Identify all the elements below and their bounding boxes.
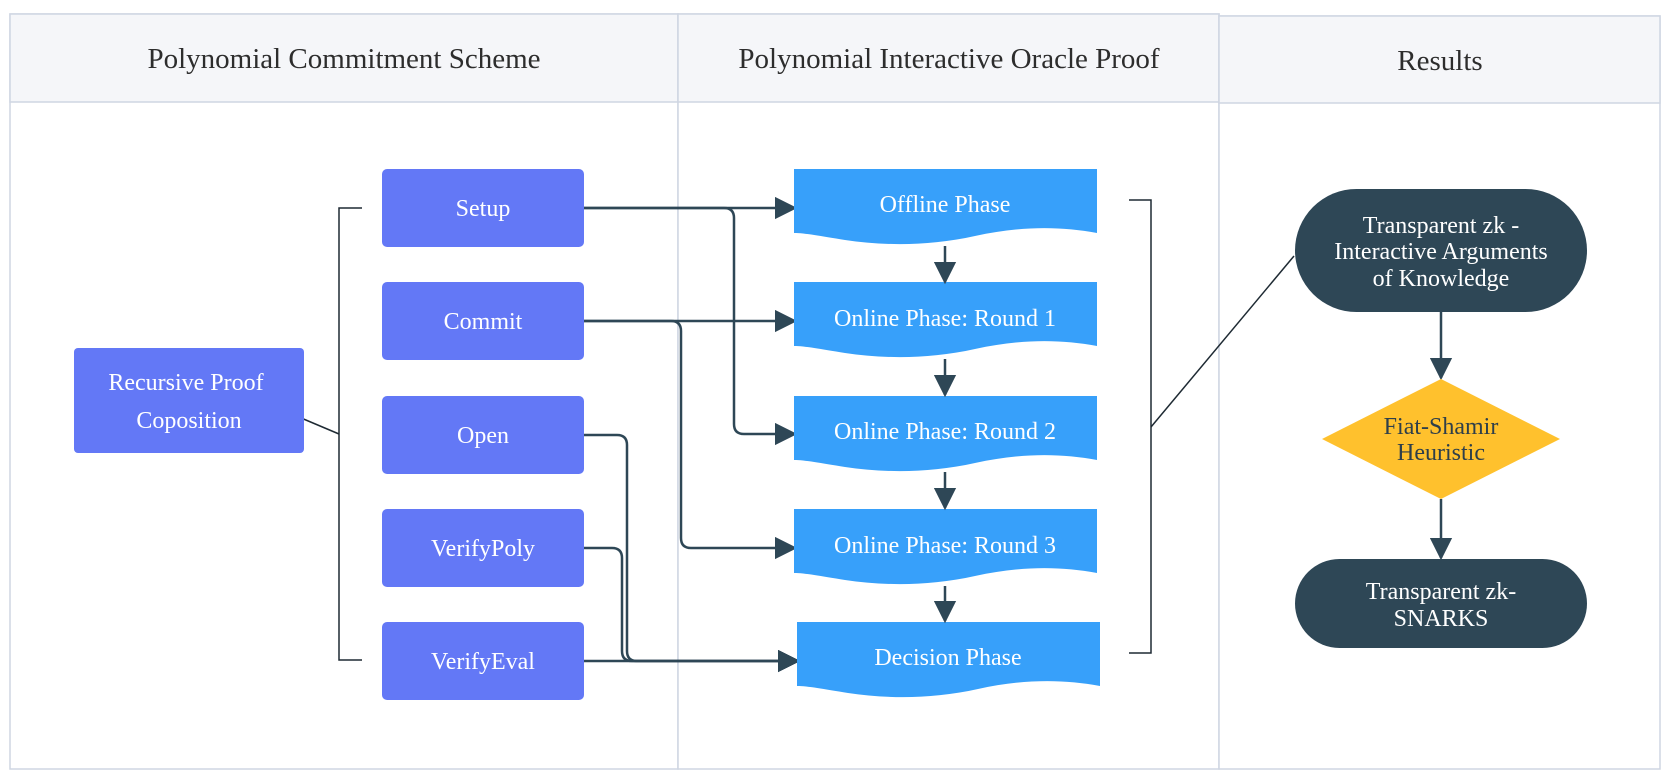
verify-eval-label: VerifyEval <box>431 649 535 675</box>
lane-results-header <box>1218 15 1661 104</box>
commit-label: Commit <box>444 309 523 335</box>
verify-poly-label: VerifyPoly <box>431 536 535 562</box>
round1-shape <box>794 282 1097 358</box>
interactive-arguments-line1: Transparent zk - <box>1363 213 1519 239</box>
fiat-shamir-node: Fiat-Shamir Heuristic <box>1322 379 1560 499</box>
open-label: Open <box>457 423 509 449</box>
snarks-line1: Transparent zk- <box>1366 579 1516 605</box>
offline-phase-shape <box>794 169 1097 245</box>
setup-box <box>382 169 584 247</box>
recursive-proof-label-line2: Coposition <box>136 408 241 434</box>
lane-pcs-title: Polynomial Commitment Scheme <box>147 43 540 75</box>
round2-shape <box>794 396 1097 472</box>
commit-to-round3-connector <box>584 319 798 560</box>
setup-node: Setup <box>382 169 584 247</box>
verify-eval-box <box>382 622 584 700</box>
lane-piop-header <box>677 13 1220 103</box>
snarks-shape <box>1295 559 1587 648</box>
round3-shape <box>794 509 1097 585</box>
commit-box <box>382 282 584 360</box>
round2-node: Online Phase: Round 2 <box>794 396 1097 472</box>
open-box <box>382 396 584 474</box>
interactive-arguments-shape <box>1295 189 1587 312</box>
recursive-proof-label-line1: Recursive Proof <box>108 370 263 396</box>
round3-node: Online Phase: Round 3 <box>794 509 1097 585</box>
decision-phase-label: Decision Phase <box>874 645 1021 671</box>
open-node: Open <box>382 396 584 474</box>
interactive-arguments-node: Transparent zk - Interactive Arguments o… <box>1295 189 1587 312</box>
recursive-proof-node: Recursive Proof Coposition <box>74 348 304 453</box>
verify-eval-node: VerifyEval <box>382 622 584 700</box>
interactive-arguments-line2: Interactive Arguments <box>1334 239 1548 265</box>
round1-node: Online Phase: Round 1 <box>794 282 1097 358</box>
decision-phase-node: Decision Phase <box>797 622 1100 698</box>
verify-poly-node: VerifyPoly <box>382 509 584 587</box>
round3-label: Online Phase: Round 3 <box>834 533 1056 559</box>
offline-phase-node: Offline Phase <box>794 169 1097 245</box>
snarks-node: Transparent zk- SNARKS <box>1295 559 1587 648</box>
lane-results-title: Results <box>1397 45 1482 77</box>
offline-phase-label: Offline Phase <box>880 192 1011 218</box>
fiat-shamir-line2: Heuristic <box>1397 440 1485 466</box>
snarks-line2: SNARKS <box>1394 606 1489 632</box>
fiat-shamir-diamond <box>1322 379 1560 499</box>
round1-label: Online Phase: Round 1 <box>834 306 1056 332</box>
verify-poly-box <box>382 509 584 587</box>
commit-node: Commit <box>382 282 584 360</box>
setup-label: Setup <box>456 196 511 222</box>
decision-phase-shape <box>797 622 1100 698</box>
bracket-to-results-link <box>1150 255 1295 428</box>
recursive-proof-box <box>74 348 304 453</box>
interactive-arguments-line3: of Knowledge <box>1373 266 1510 292</box>
round2-label: Online Phase: Round 2 <box>834 419 1056 445</box>
lane-piop-title: Polynomial Interactive Oracle Proof <box>738 43 1160 75</box>
lane-pcs-header <box>9 13 679 103</box>
fiat-shamir-line1: Fiat-Shamir <box>1384 414 1499 440</box>
